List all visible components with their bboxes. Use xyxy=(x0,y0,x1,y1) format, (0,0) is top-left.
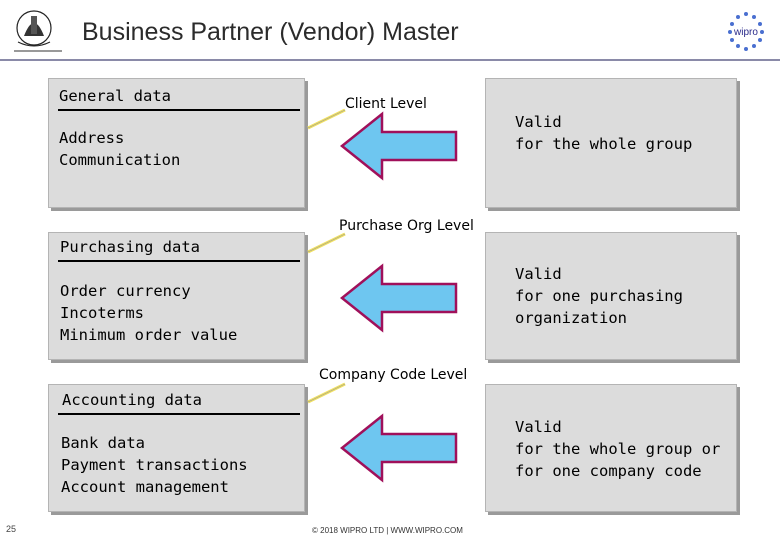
list-item: Incoterms xyxy=(60,304,144,322)
company-code-validity-text: Valid for the whole group or for one com… xyxy=(515,418,721,480)
list-item: Communication xyxy=(59,151,181,169)
list-item: Account management xyxy=(61,478,229,496)
purchase-org-validity-text: Valid for one purchasing organization xyxy=(515,265,683,327)
institution-logo xyxy=(10,6,74,58)
left-arrow-icon xyxy=(339,263,458,333)
accounting-data-items: Bank data Payment transactions Account m… xyxy=(61,432,248,498)
purchasing-data-title: Purchasing data xyxy=(60,238,200,256)
accounting-data-box xyxy=(48,384,305,512)
general-data-underline xyxy=(58,109,300,111)
list-item: Minimum order value xyxy=(60,326,238,344)
general-data-title: General data xyxy=(59,87,171,105)
client-level-validity-text: Valid for the whole group xyxy=(515,113,693,153)
left-arrow-icon xyxy=(339,413,458,483)
purchasing-data-box xyxy=(48,232,305,360)
list-item: Bank data xyxy=(61,434,145,452)
client-level-validity-box xyxy=(485,78,737,208)
page-number: 25 xyxy=(6,524,17,534)
page-title: Business Partner (Vendor) Master xyxy=(82,18,459,46)
general-data-box xyxy=(48,78,305,208)
client-level-label: Client Level xyxy=(345,96,427,112)
company-code-validity-box xyxy=(485,384,737,512)
purchase-org-validity-box xyxy=(485,232,737,360)
left-arrow-icon xyxy=(339,111,458,181)
company-code-level-label: Company Code Level xyxy=(319,367,468,383)
purchasing-data-underline xyxy=(58,260,300,262)
accounting-data-underline xyxy=(58,413,300,415)
accounting-data-title: Accounting data xyxy=(62,391,202,409)
footer-copyright: © 2018 WIPRO LTD | WWW.WIPRO.COM xyxy=(312,526,463,535)
svg-text:wipro: wipro xyxy=(733,27,758,38)
list-item: Address xyxy=(59,129,125,147)
list-item: Payment transactions xyxy=(61,456,248,474)
purchasing-data-items: Order currency Incoterms Minimum order v… xyxy=(60,280,237,346)
list-item: Order currency xyxy=(60,282,191,300)
general-data-items: Address Communication xyxy=(59,127,180,171)
company-code-pointer xyxy=(307,382,346,404)
purchase-org-pointer xyxy=(307,232,346,254)
purchase-org-level-label: Purchase Org Level xyxy=(339,218,474,234)
wipro-logo: wipro xyxy=(718,6,774,56)
header-divider xyxy=(0,59,780,61)
client-level-pointer xyxy=(307,108,346,130)
